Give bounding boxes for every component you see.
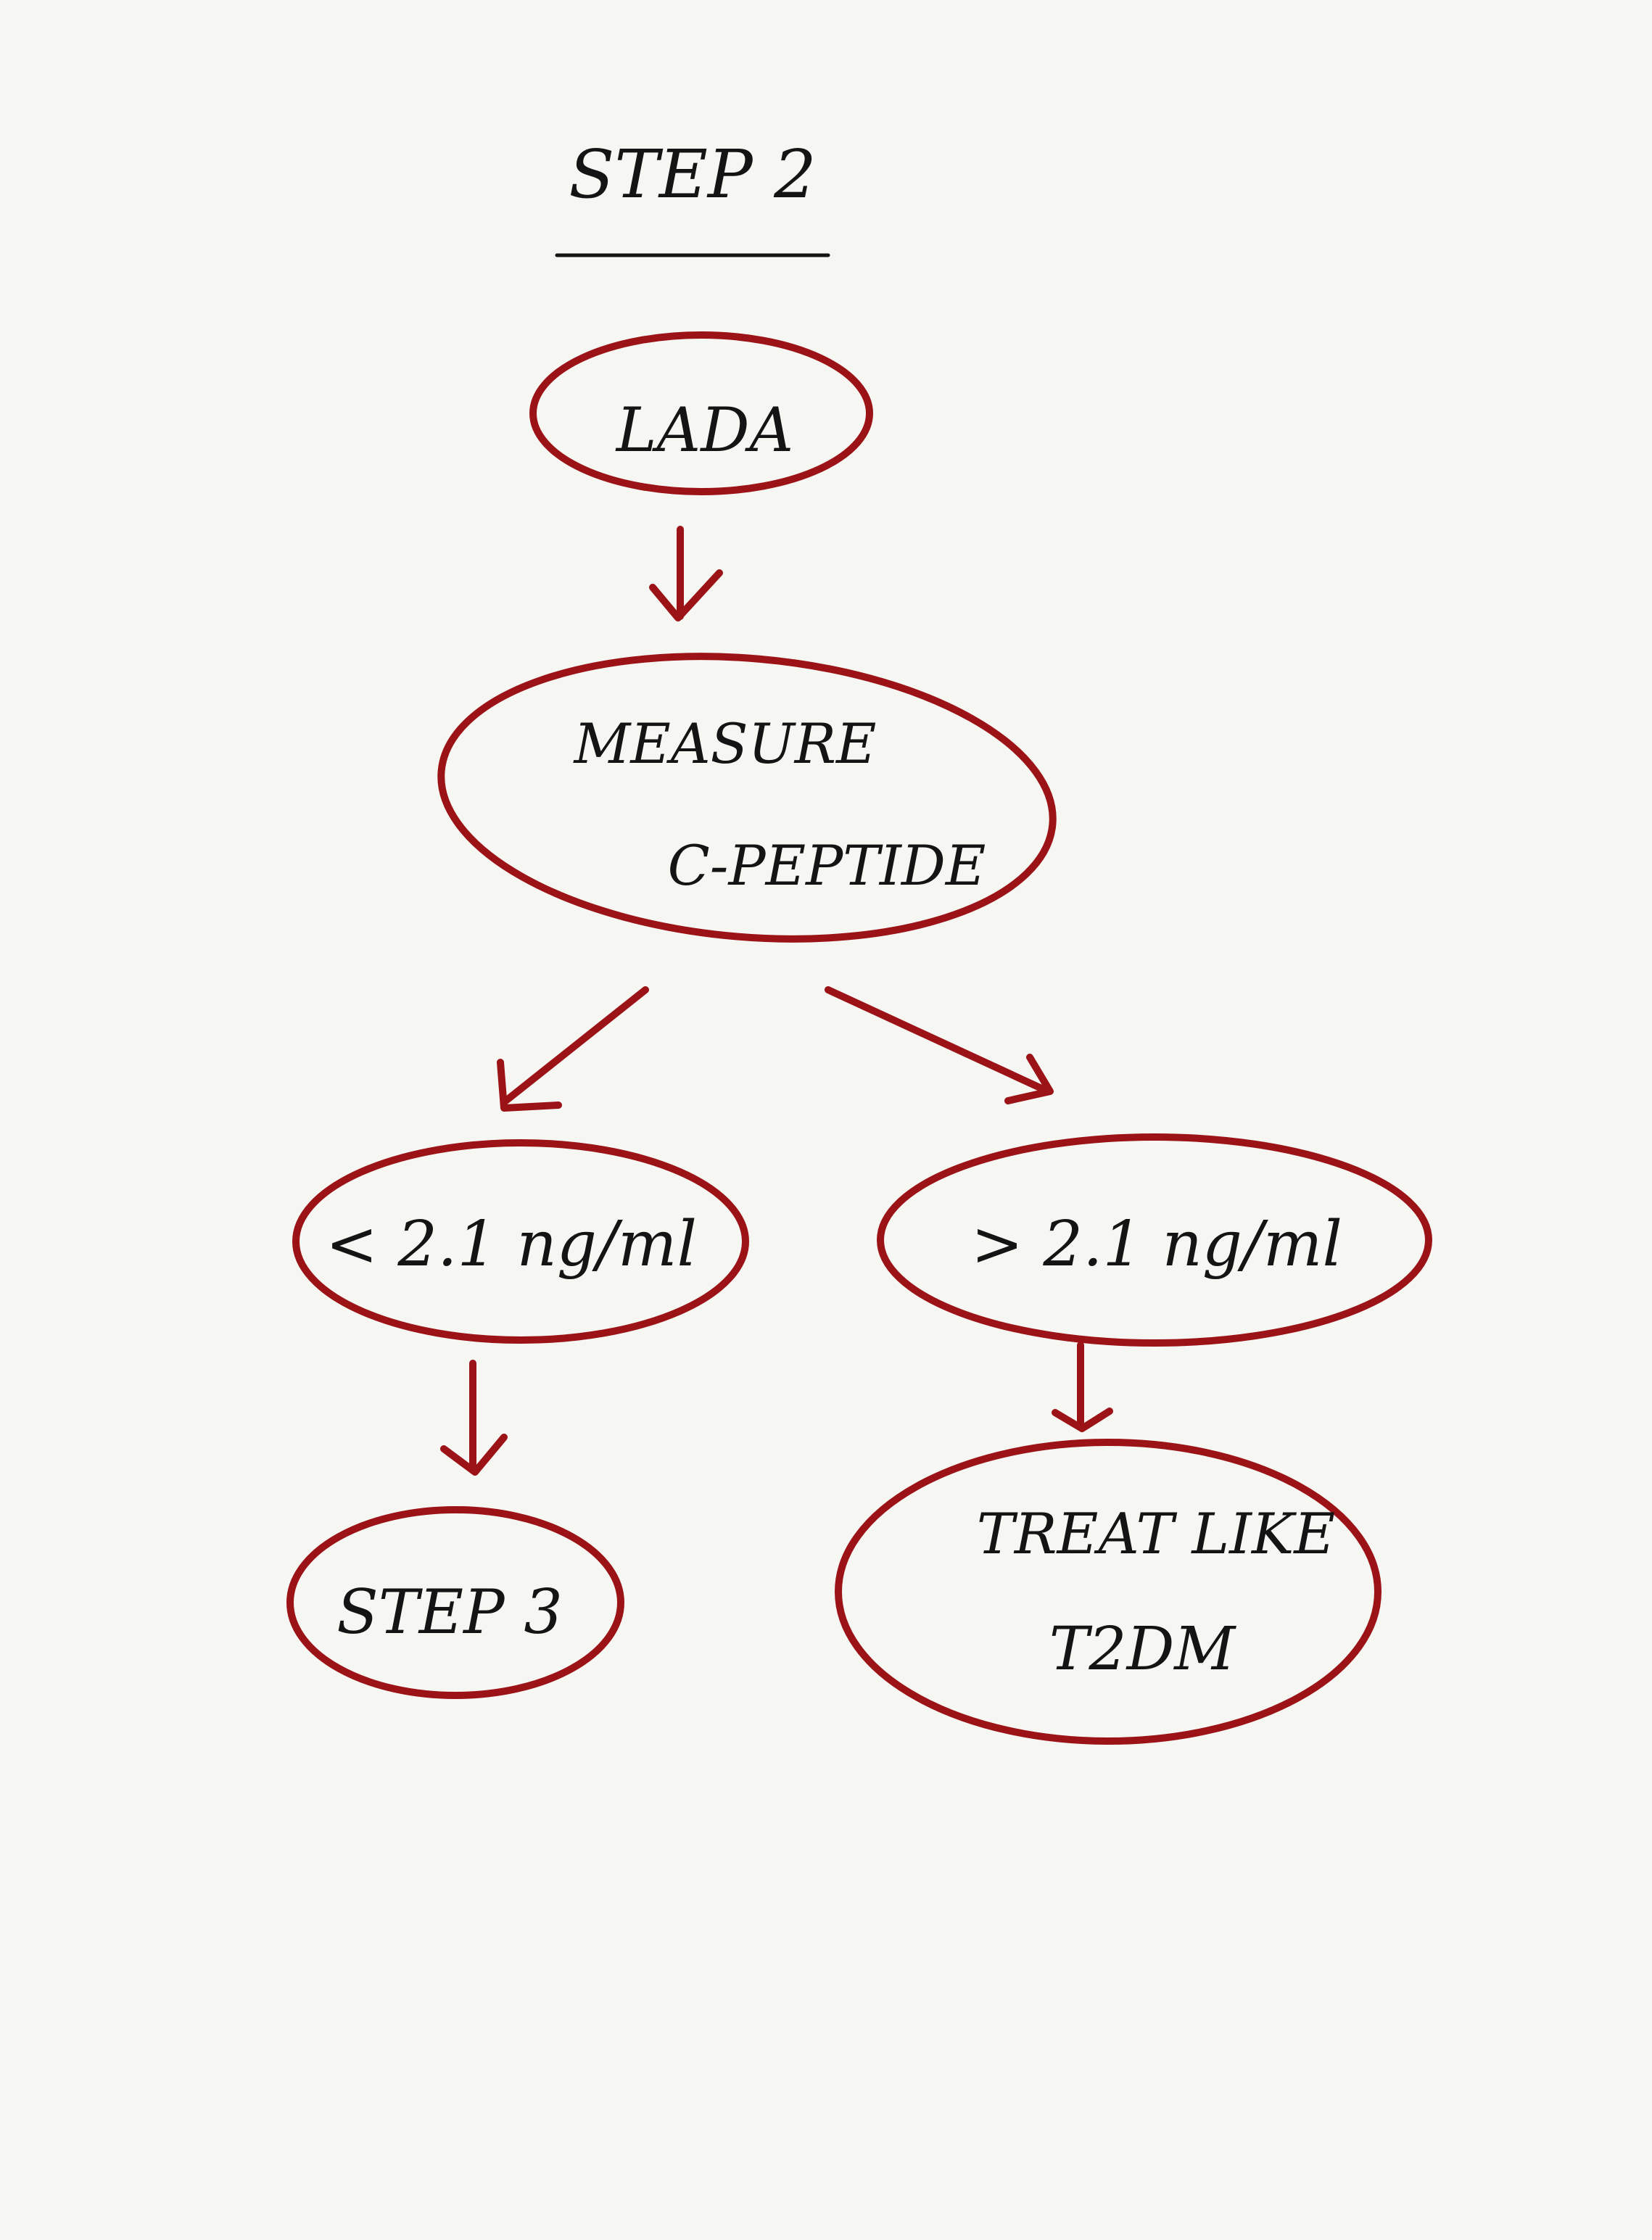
diagram-title: STEP 2	[569, 136, 816, 213]
node-measure-outline	[437, 653, 1057, 943]
node-lada-outline	[529, 331, 873, 495]
arrow-high-to-treat	[1052, 1342, 1113, 1432]
arrow-low-to-step3	[440, 1360, 508, 1476]
node-treat-line-1: TREAT LIKE	[977, 1502, 1335, 1567]
node-measure-line-2: C-PEPTIDE	[668, 833, 986, 898]
node-high-c-peptide: > 2.1 ng/ml	[877, 1133, 1432, 1347]
node-low-outline	[292, 1139, 749, 1344]
node-high-outline	[877, 1133, 1432, 1347]
node-measure-line-1: MEASURE	[573, 711, 877, 776]
node-lada: LADA	[529, 331, 873, 495]
node-treat-line-2: T2DM	[1049, 1615, 1237, 1684]
arrow-lada-to-measure	[649, 526, 723, 621]
node-step-3: STEP 3	[286, 1506, 624, 1699]
node-treat-like-t2dm: TREAT LIKE T2DM	[835, 1439, 1382, 1745]
node-lada-label: LADA	[615, 394, 793, 466]
node-treat-outline	[835, 1439, 1382, 1745]
node-measure-c-peptide: MEASURE C-PEPTIDE	[437, 653, 1057, 943]
node-high-label: > 2.1 ng/ml	[971, 1208, 1342, 1281]
node-low-c-peptide: < 2.1 ng/ml	[292, 1139, 749, 1344]
node-low-label: < 2.1 ng/ml	[326, 1208, 697, 1281]
node-step3-label: STEP 3	[336, 1576, 563, 1648]
arrow-measure-to-low	[497, 986, 649, 1112]
node-step3-outline	[286, 1506, 624, 1699]
arrow-measure-to-high	[825, 986, 1054, 1104]
